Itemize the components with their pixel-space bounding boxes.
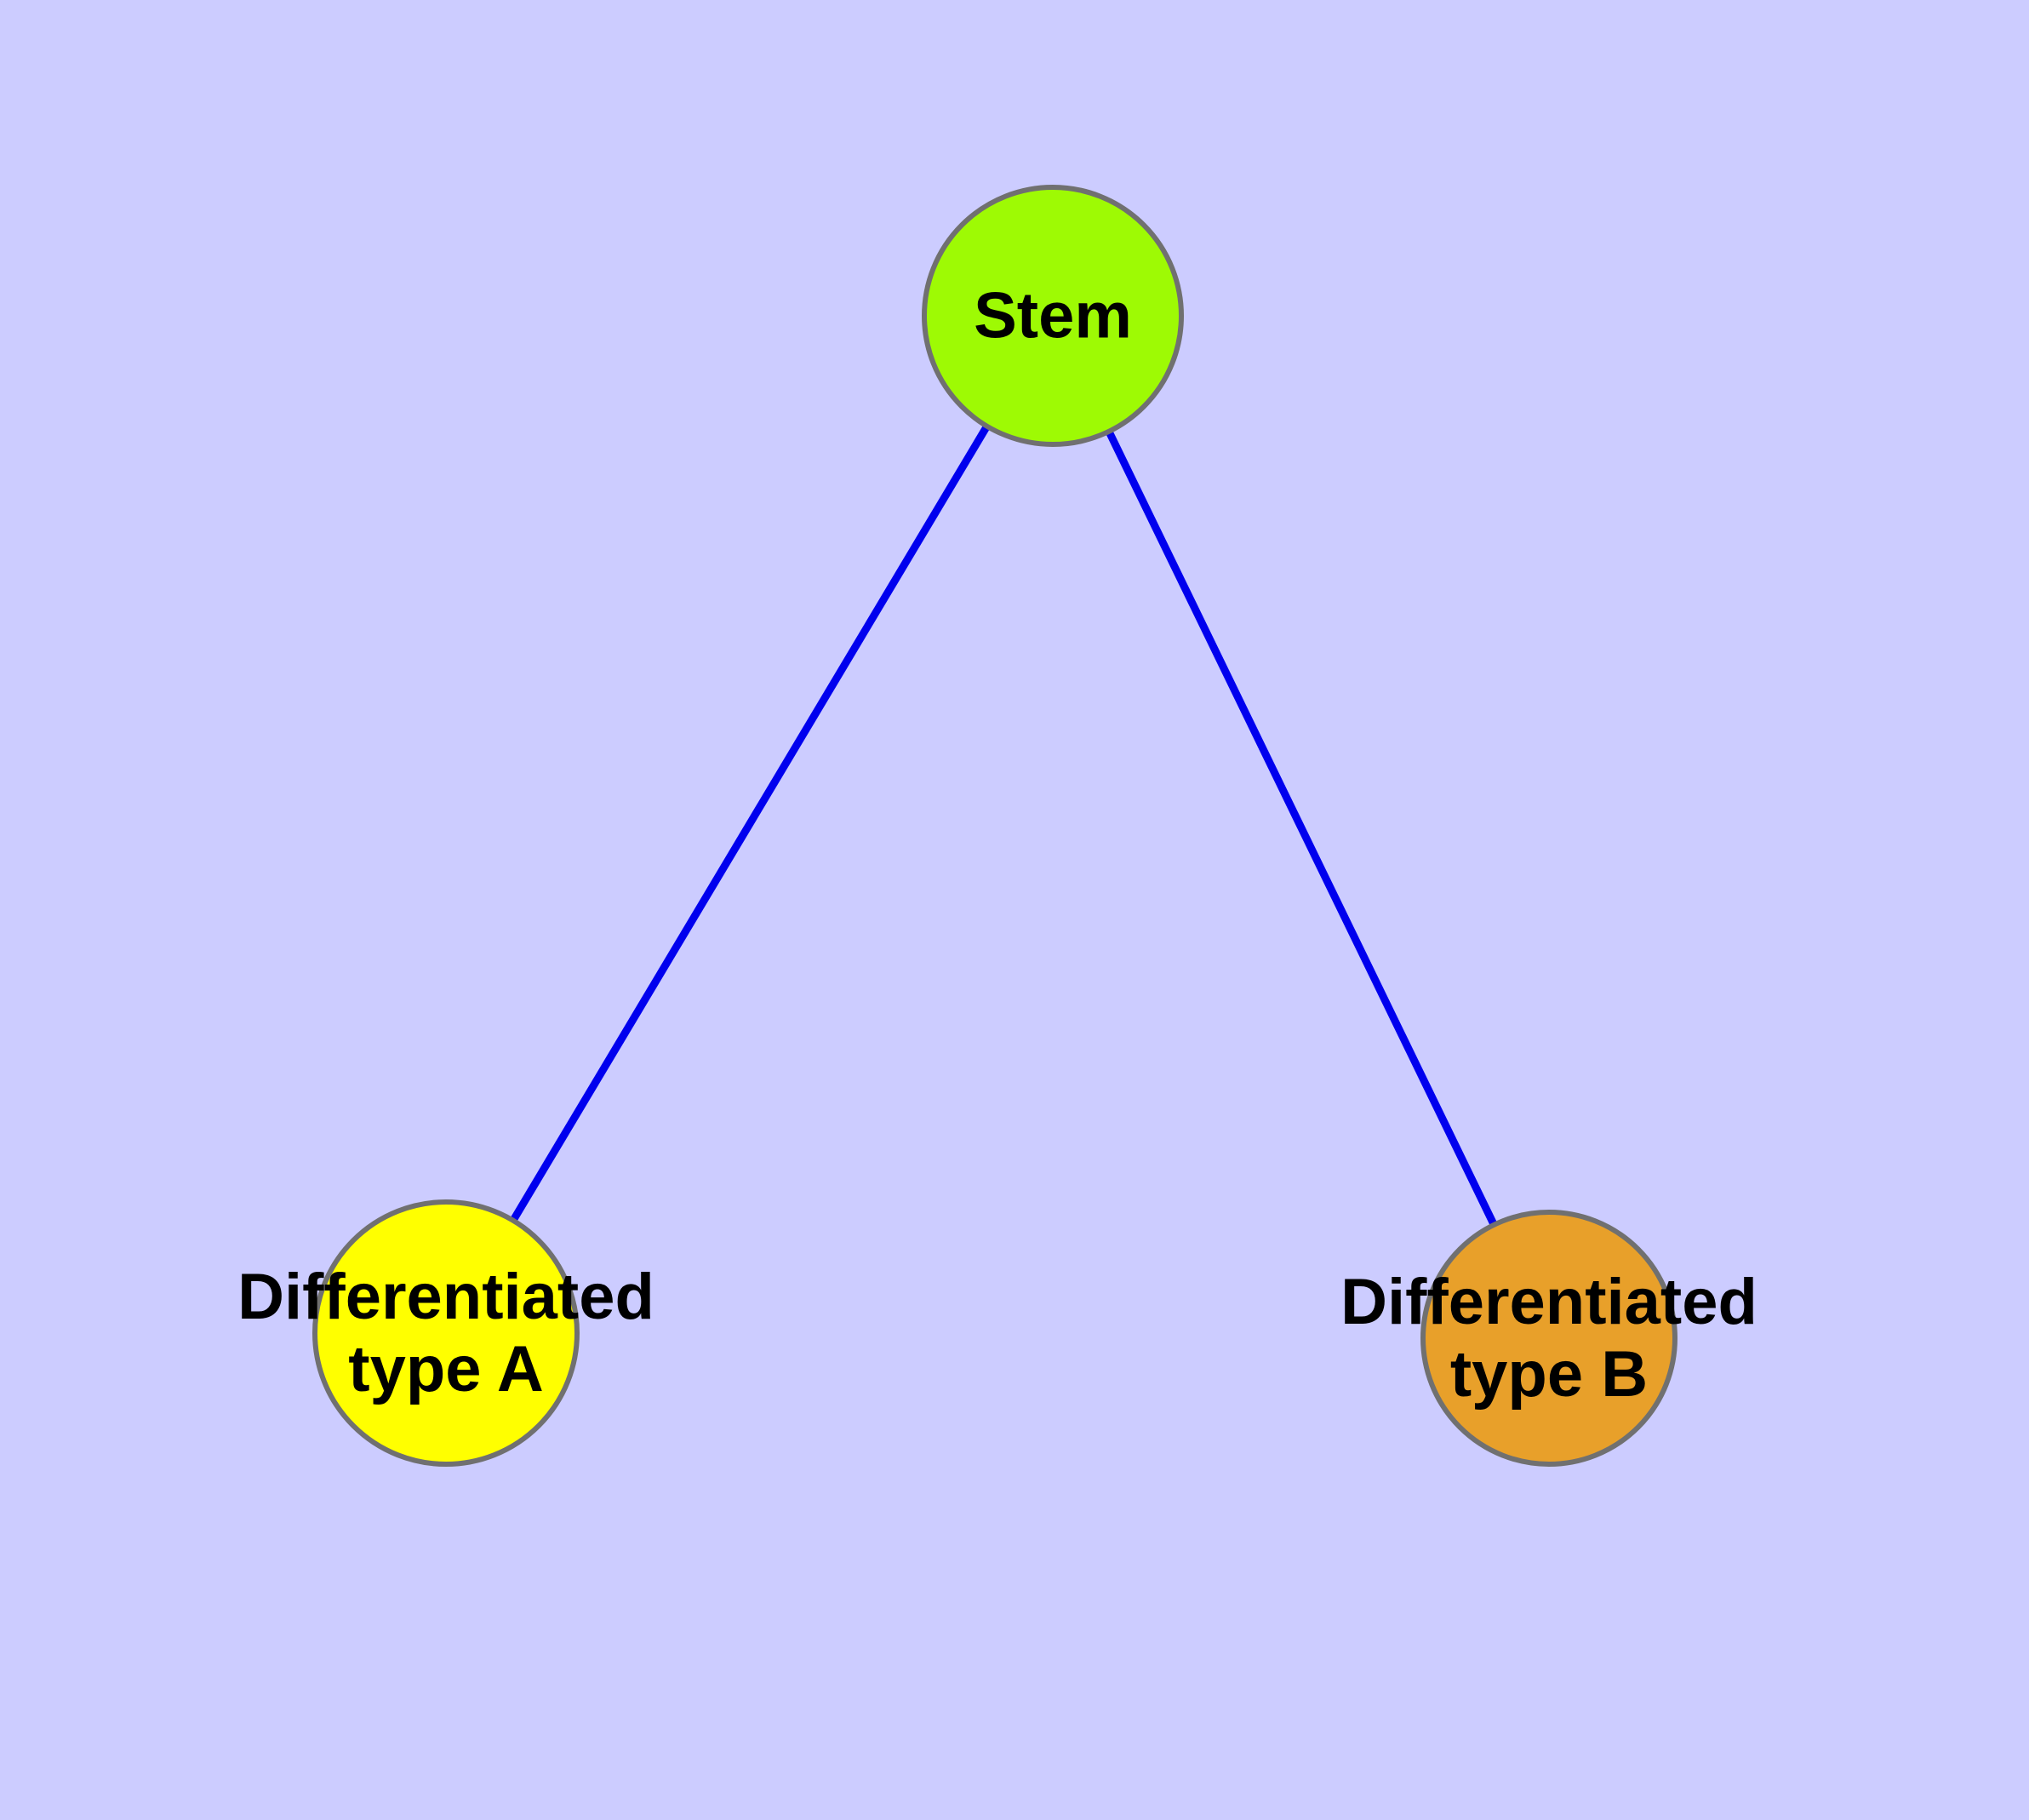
node-stem[interactable] [922, 185, 1184, 447]
node-differentiated-type-a[interactable] [312, 1199, 580, 1467]
node-differentiated-type-b[interactable] [1420, 1210, 1677, 1467]
edge-stem-to-diff-b[interactable] [1105, 429, 1498, 1227]
node-layer [312, 185, 1677, 1467]
edge-stem-to-diff-a[interactable] [510, 424, 991, 1223]
edge-layer [510, 424, 1498, 1227]
